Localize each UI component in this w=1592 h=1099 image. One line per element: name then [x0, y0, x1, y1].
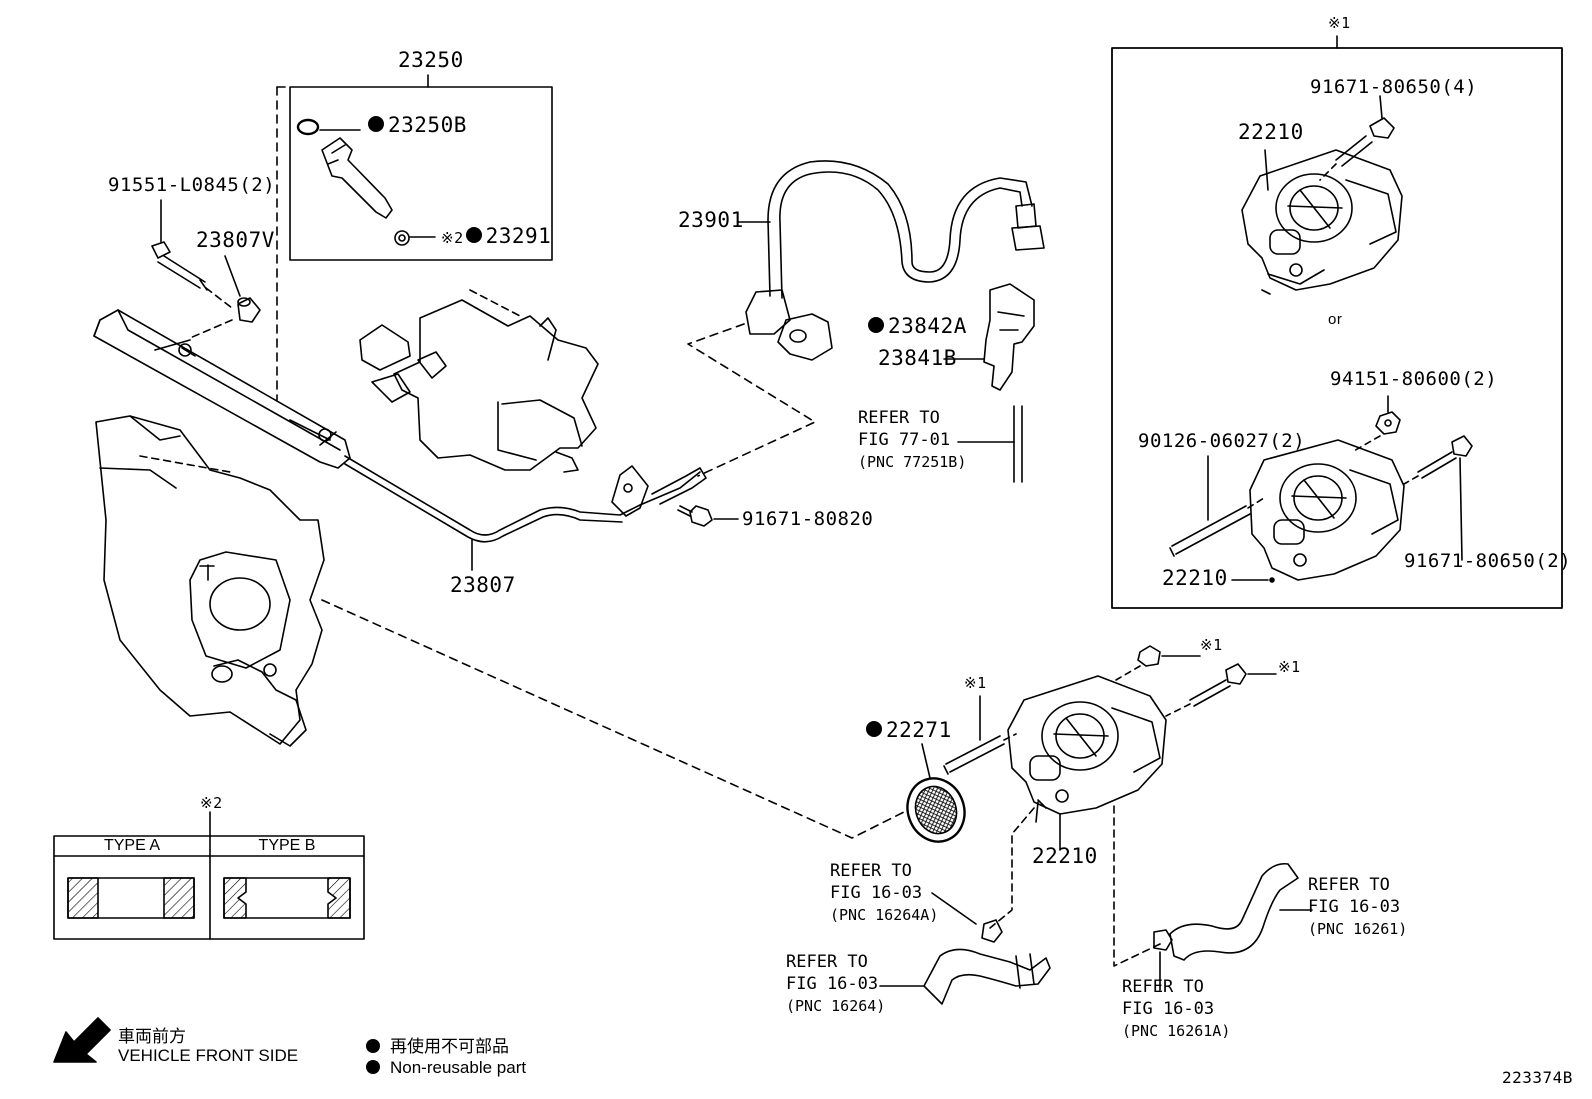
hose-16264 [923, 948, 1051, 1005]
legend-nonreuse-en: Non-reusable part [366, 1058, 526, 1078]
rail-bolt [151, 241, 171, 259]
label-23807V[interactable]: 23807V [196, 228, 275, 252]
figure-id: 223374B [1502, 1068, 1573, 1087]
injector-seal [394, 230, 410, 246]
hose-clamp-16264A [981, 919, 1003, 943]
bolt-right [1225, 663, 1247, 685]
refer-fig-77-01[interactable]: REFER TO FIG 77-01 (PNC 77251B) [858, 408, 967, 471]
label-23250[interactable]: 23250 [398, 48, 464, 72]
label-22210-main[interactable]: 22210 [1032, 844, 1098, 868]
label-23901[interactable]: 23901 [678, 208, 744, 232]
stud-90126 [1169, 505, 1251, 557]
fuel-injector [321, 137, 393, 219]
intake-manifold [95, 415, 325, 745]
bracket-23841B [983, 283, 1035, 391]
refer-pnc-16264A[interactable]: REFER TO FIG 16-03 (PNC 16264A) [830, 861, 939, 924]
label-23807[interactable]: 23807 [450, 573, 516, 597]
throttle-body-main [1007, 675, 1167, 815]
vehicle-front-arrow-icon [53, 1017, 111, 1063]
o-ring [296, 118, 320, 136]
label-23842A[interactable]: 23842A [868, 316, 967, 337]
label-91671-80820[interactable]: 91671-80820 [742, 508, 874, 530]
label-22271[interactable]: 22271 [866, 720, 952, 741]
engine-block-outline [359, 299, 599, 471]
non-reusable-dot-icon [868, 317, 884, 333]
gasket-22271 [906, 777, 966, 843]
label-22210-upper[interactable]: 22210 [1238, 120, 1304, 144]
fuel-pipe [344, 455, 701, 536]
throttle-body-upper [1241, 149, 1403, 291]
label-91551-L0845[interactable]: 91551-L0845(2) [108, 174, 276, 196]
vacuum-hose [779, 171, 1023, 299]
non-reusable-dot-icon [366, 1038, 380, 1053]
refer-pnc-16264[interactable]: REFER TO FIG 16-03 (PNC 16264) [786, 952, 886, 1015]
hose-clamp-16261A [1153, 929, 1173, 951]
non-reusable-dot-icon [866, 721, 882, 737]
label-91671-80650-4[interactable]: 91671-80650(4) [1310, 76, 1478, 98]
non-reusable-dot-icon [368, 116, 384, 132]
refer-pnc-16261[interactable]: REFER TO FIG 16-03 (PNC 16261) [1308, 875, 1408, 938]
legend-nonreuse-jp: 再使用不可部品 [366, 1032, 509, 1057]
legend-front-en: VEHICLE FRONT SIDE [118, 1046, 299, 1065]
note-1-box: ※1 [1328, 14, 1351, 32]
note-1-stud: ※1 [964, 674, 987, 692]
label-23250B[interactable]: 23250B [368, 115, 467, 136]
non-reusable-dot-icon [465, 227, 482, 243]
connector-23842A [777, 313, 833, 361]
alternative-throttle-box [1111, 47, 1563, 609]
type-a-header: TYPE A [103, 837, 161, 854]
type-table [53, 835, 365, 940]
label-90126-06027[interactable]: 90126-06027(2) [1138, 430, 1306, 452]
pipe-bolt [689, 505, 713, 527]
injector-kit-box [289, 86, 553, 261]
note-1-bolt: ※1 [1278, 658, 1301, 676]
fuel-rail [93, 309, 351, 469]
nut-top [1137, 645, 1161, 667]
label-23841B[interactable]: 23841B [878, 346, 957, 370]
throttle-port [209, 577, 271, 631]
stud-left [943, 735, 1005, 775]
label-22210-lower[interactable]: 22210 [1162, 566, 1228, 590]
refer-pnc-16261A[interactable]: REFER TO FIG 16-03 (PNC 16261A) [1122, 977, 1231, 1040]
label-94151-80600[interactable]: 94151-80600(2) [1330, 368, 1498, 390]
hose-end [745, 289, 791, 335]
throttle-body-lower [1249, 439, 1405, 581]
non-reusable-dot-icon [366, 1059, 380, 1074]
bolt-91671-80650-2 [1451, 435, 1473, 457]
note-1-nut: ※1 [1200, 636, 1223, 654]
hose-16261 [1169, 862, 1299, 961]
throttle-bolt-upper [1369, 117, 1395, 139]
rail-collar [237, 297, 261, 323]
label-or: or [1328, 311, 1343, 328]
type-b-header: TYPE B [258, 837, 316, 854]
label-91671-80650-2[interactable]: 91671-80650(2) [1404, 550, 1572, 572]
legend-front-jp: 車両前方 [118, 1027, 186, 1046]
nut-94151 [1375, 411, 1401, 435]
note-2-table: ※2 [200, 794, 223, 812]
